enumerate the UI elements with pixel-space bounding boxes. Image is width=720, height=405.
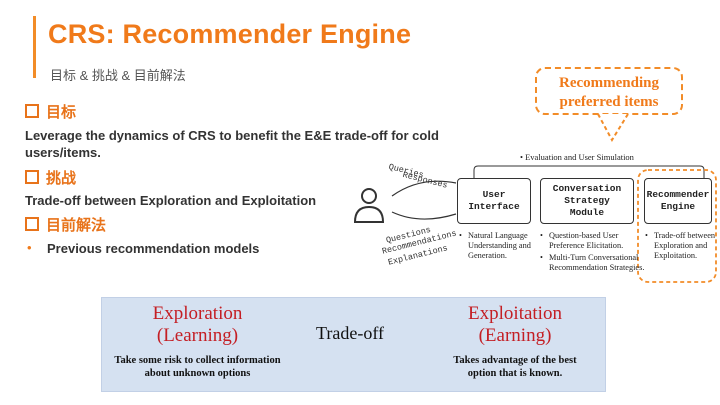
title-accent-bar: [33, 16, 36, 78]
section-goal-text: Leverage the dynamics of CRS to benefit …: [25, 128, 439, 160]
box-line: Conversation: [552, 183, 622, 194]
box-line: Strategy: [564, 195, 610, 206]
exploration-title-line1: Exploration: [152, 303, 243, 324]
desc-user-interface: •Natural Language Understanding and Gene…: [459, 231, 531, 260]
evaluation-bracket: [473, 165, 705, 178]
callout-recommending: Recommending preferred items: [535, 67, 683, 115]
section-challenge-text: Trade-off between Exploration and Exploi…: [25, 193, 317, 208]
section-goal-label: 目标: [46, 104, 77, 121]
box-line: Recommender: [646, 189, 710, 200]
callout-pointer: [597, 113, 629, 143]
callout-line-2: preferred items: [559, 94, 659, 110]
desc-conversation-strategy-2: •Multi-Turn Conversational Recommendatio…: [540, 253, 645, 272]
exploration-desc: Take some risk to collect information ab…: [105, 354, 290, 380]
box-line: User: [482, 189, 506, 200]
section-challenge-label: 挑战: [46, 170, 77, 187]
evaluation-label-text: Evaluation and User Simulation: [525, 152, 634, 162]
page-subtitle: 目标 & 挑战 & 目前解法: [50, 68, 186, 83]
exploration-title-line2: (Learning): [156, 325, 239, 346]
desc-cs1-text: Question-based User Preference Elicitati…: [549, 231, 624, 250]
exploitation-title-line2: (Earning): [478, 325, 552, 346]
box-line: Engine: [660, 201, 696, 212]
user-icon: [353, 188, 385, 223]
box-line: Module: [569, 207, 605, 218]
recommender-highlight: [637, 169, 717, 283]
bullet-icon: •: [27, 240, 32, 255]
evaluation-label: • Evaluation and User Simulation: [520, 152, 634, 162]
callout-line-1: Recommending: [559, 75, 659, 91]
exploitation-title: Exploitation (Earning): [430, 303, 600, 347]
desc-re-text: Trade-off between Exploration and Exploi…: [654, 231, 716, 260]
page-title: CRS: Recommender Engine: [48, 19, 412, 49]
exploration-desc-line2: about unknown options: [144, 368, 251, 379]
checkbox-icon: [25, 170, 39, 184]
desc-cs2-text: Multi-Turn Conversational Recommendation…: [549, 253, 645, 272]
desc-ui-text: Natural Language Understanding and Gener…: [468, 231, 531, 260]
response-curve: [391, 211, 457, 220]
desc-conversation-strategy-1: •Question-based User Preference Elicitat…: [540, 231, 624, 250]
exploitation-desc: Takes advantage of the best option that …: [430, 354, 600, 380]
box-line: Interface: [468, 201, 520, 212]
section-current-item: Previous recommendation models: [47, 241, 260, 256]
tradeoff-label: Trade-off: [316, 323, 384, 343]
exploitation-title-line1: Exploitation: [468, 303, 562, 324]
checkbox-icon: [25, 104, 39, 118]
section-goal-heading: 目标: [25, 101, 76, 122]
exploitation-desc-line1: Takes advantage of the best: [453, 355, 577, 366]
section-current-label: 目前解法: [46, 217, 107, 234]
desc-recommender-engine: •Trade-off between Exploration and Explo…: [645, 231, 716, 260]
checkbox-icon: [25, 217, 39, 231]
tradeoff-panel: [101, 297, 606, 392]
query-curve: [391, 180, 457, 197]
section-challenge-heading: 挑战: [25, 167, 76, 188]
section-current-heading: 目前解法: [25, 214, 106, 235]
exploration-desc-line1: Take some risk to collect information: [114, 355, 281, 366]
exploitation-desc-line2: option that is known.: [467, 368, 563, 379]
exploration-title: Exploration (Learning): [110, 303, 285, 347]
